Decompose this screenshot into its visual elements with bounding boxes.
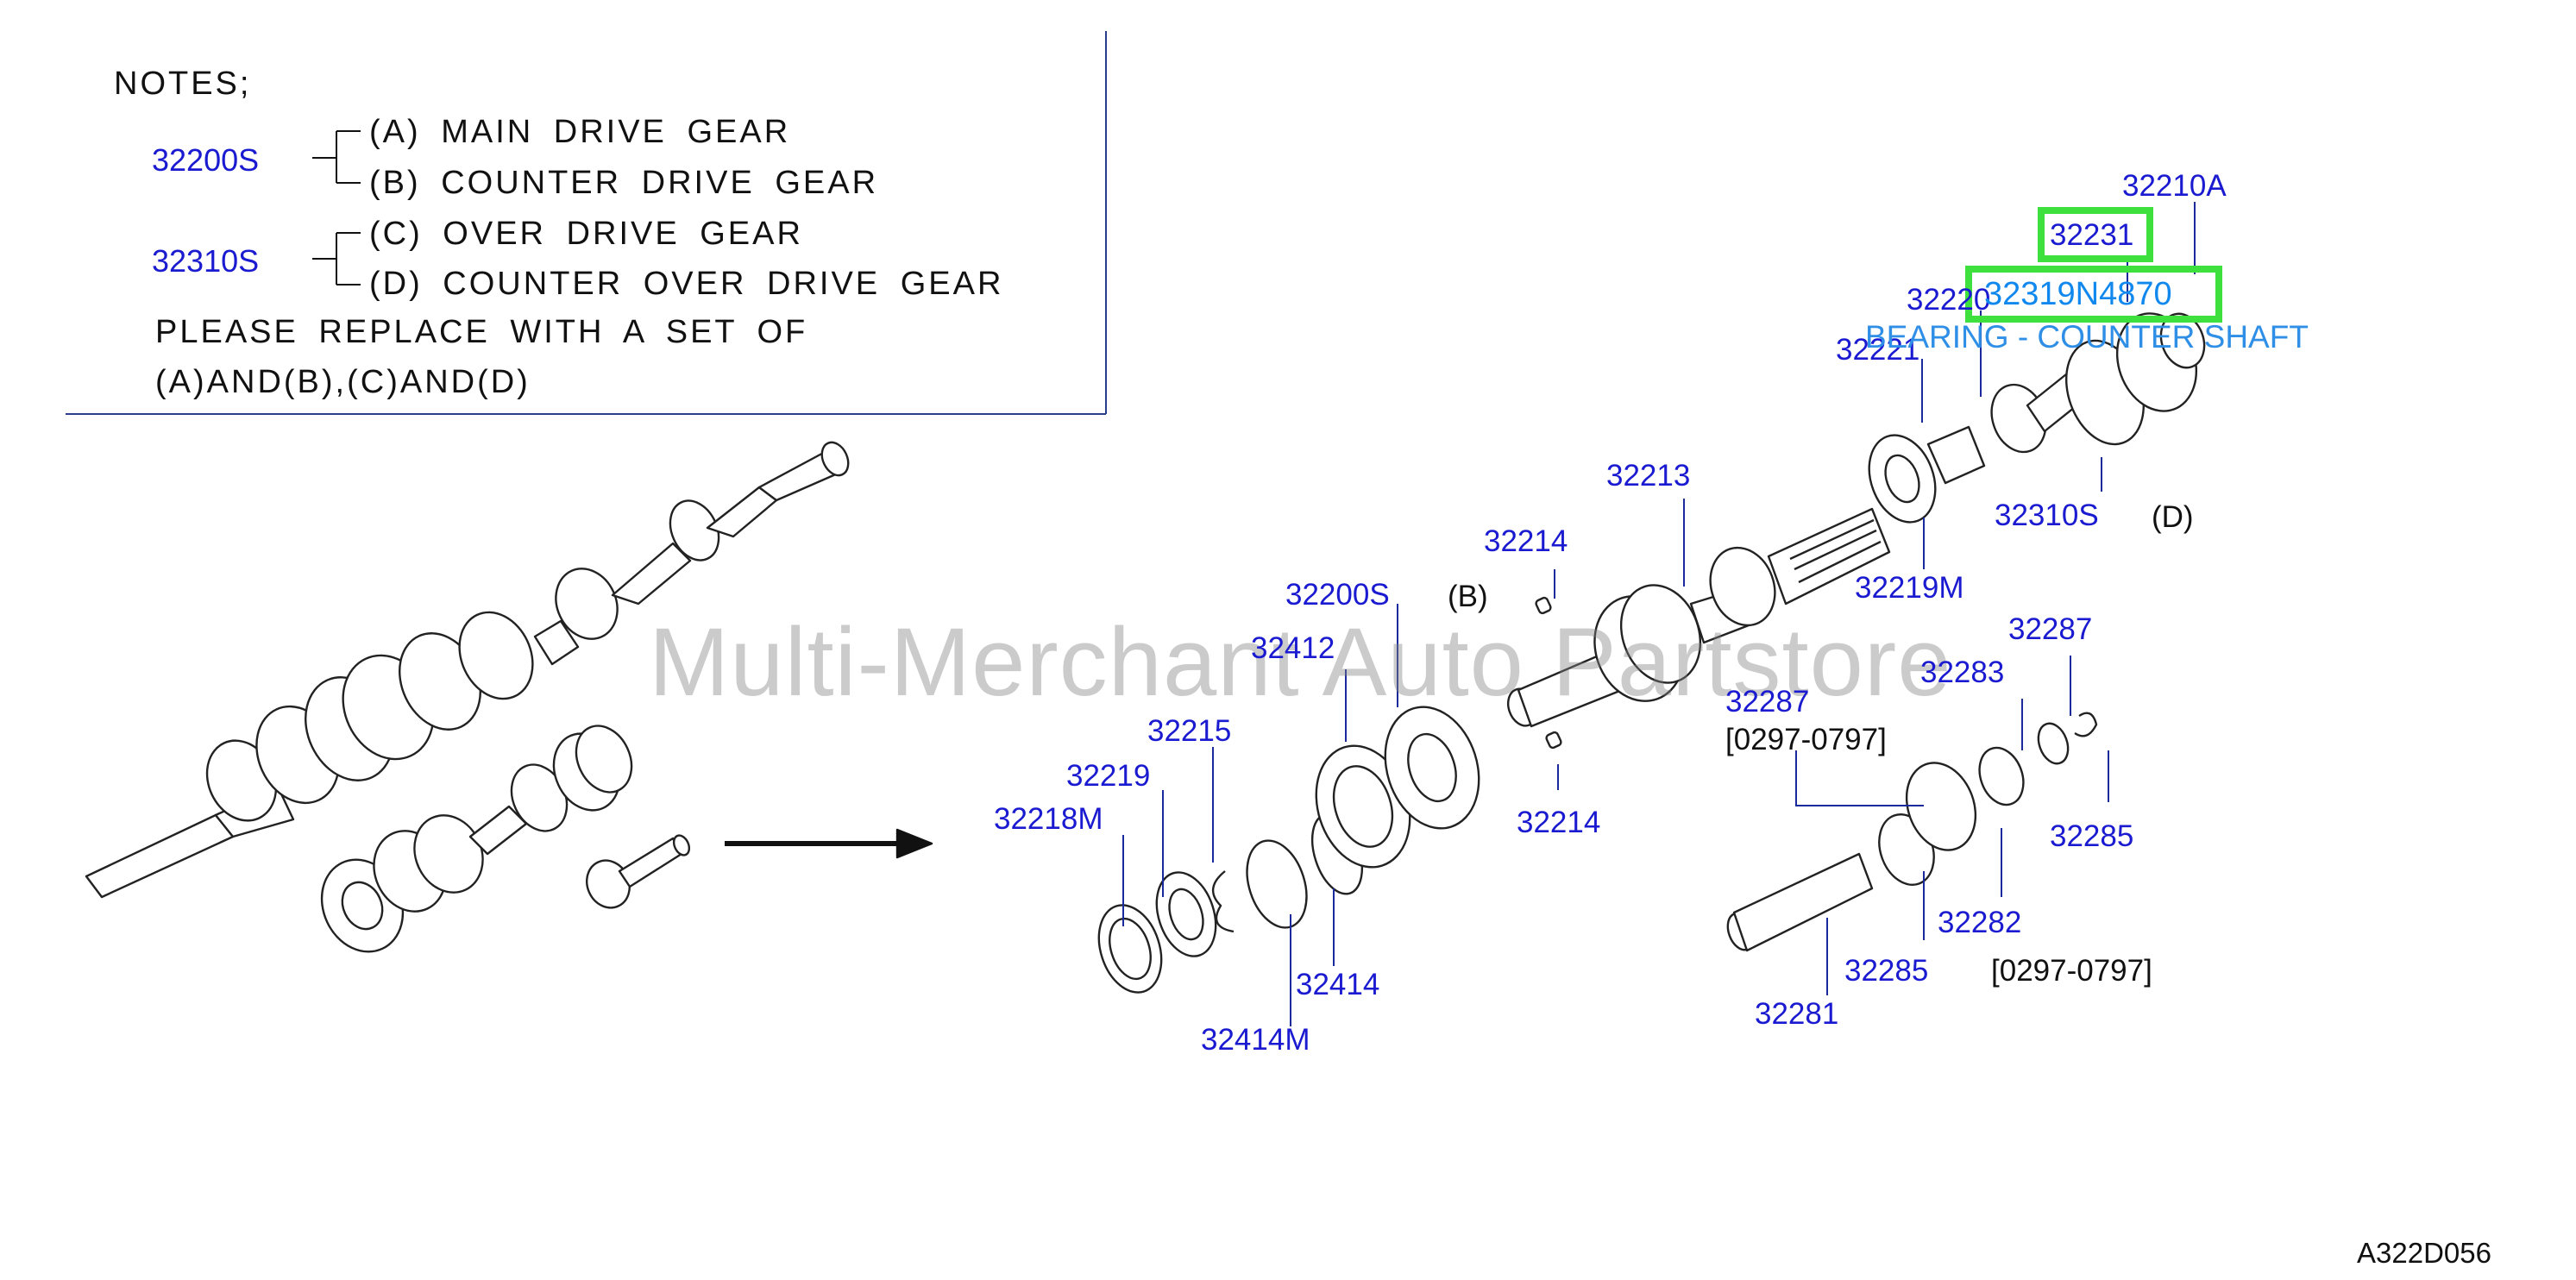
callout-32414[interactable]: 32414 <box>1296 968 1380 1001</box>
highlight-part-number[interactable]: 32319N4870 <box>1984 276 2172 312</box>
callout-32287-mid[interactable]: 32287 <box>1725 685 1810 718</box>
highlight-part-description[interactable]: BEARING - COUNTER SHAFT <box>1865 319 2309 355</box>
callout-32310S[interactable]: 32310S <box>1995 499 2099 532</box>
callout-32287-top[interactable]: 32287 <box>2008 612 2093 646</box>
note-set-code-32310S[interactable]: 32310S <box>152 243 260 279</box>
callout-32213[interactable]: 32213 <box>1606 459 1691 493</box>
callout-32214-top[interactable]: 32214 <box>1484 524 1568 558</box>
leader-lines <box>1122 202 2196 1026</box>
note-replace-line-2: (A)AND(B),(C)AND(D) <box>155 364 531 400</box>
watermark: Multi-Merchant Auto Partstore <box>649 608 1952 716</box>
shaft-assembly-drawing <box>85 441 850 899</box>
callout-32219[interactable]: 32219 <box>1066 759 1151 793</box>
reverse-idler-drawing <box>1726 712 2098 952</box>
countershaft-group-drawing <box>320 725 633 953</box>
note-replace-line-1: PLEASE REPLACE WITH A SET OF <box>155 314 808 350</box>
note-line-counter-drive-gear: (B) COUNTER DRIVE GEAR <box>369 165 879 201</box>
callout-32215[interactable]: 32215 <box>1147 714 1232 748</box>
callout-32214-bottom[interactable]: 32214 <box>1517 806 1601 839</box>
label-B: (B) <box>1448 580 1488 613</box>
callout-32282[interactable]: 32282 <box>1938 906 2022 939</box>
callout-32281[interactable]: 32281 <box>1755 997 1839 1031</box>
range-label-1: [0297-0797] <box>1725 723 1887 756</box>
key-top-drawing <box>1535 596 1552 615</box>
callout-32210A[interactable]: 32210A <box>2122 169 2227 203</box>
notes-heading: NOTES; <box>114 66 252 102</box>
input-shaft-drawing <box>1506 312 2206 728</box>
note-line-over-drive-gear: (C) OVER DRIVE GEAR <box>369 216 803 252</box>
callout-32285-right[interactable]: 32285 <box>2050 819 2134 853</box>
diagram-code: A322D056 <box>2357 1237 2491 1269</box>
key-bottom-drawing <box>1545 731 1562 750</box>
idler-drawing <box>586 834 691 909</box>
note-line-counter-over-drive-gear: (D) COUNTER OVER DRIVE GEAR <box>369 266 1004 302</box>
right-arrow-icon <box>725 828 933 859</box>
callout-32219M[interactable]: 32219M <box>1855 571 1964 605</box>
callout-32220[interactable]: 32220 <box>1907 283 1991 317</box>
callout-32283[interactable]: 32283 <box>1920 656 2005 689</box>
callout-32221[interactable]: 32221 <box>1836 333 1920 367</box>
note-line-main-drive-gear: (A) MAIN DRIVE GEAR <box>369 114 791 150</box>
callout-32285-bottom[interactable]: 32285 <box>1844 954 1929 988</box>
label-D: (D) <box>2152 500 2194 534</box>
callout-32231[interactable]: 32231 <box>2050 218 2134 252</box>
highlight-box-32231 <box>2038 207 2153 262</box>
callout-32218M[interactable]: 32218M <box>994 802 1103 836</box>
highlight-box-32319N4870 <box>1965 266 2222 323</box>
range-label-2: [0297-0797] <box>1991 954 2152 988</box>
callout-32414M[interactable]: 32414M <box>1201 1023 1310 1057</box>
main-drive-gear-drawing <box>1097 706 1480 994</box>
callout-32412[interactable]: 32412 <box>1251 631 1335 665</box>
callout-32200S[interactable]: 32200S <box>1285 578 1390 612</box>
note-set-code-32200S[interactable]: 32200S <box>152 142 260 178</box>
